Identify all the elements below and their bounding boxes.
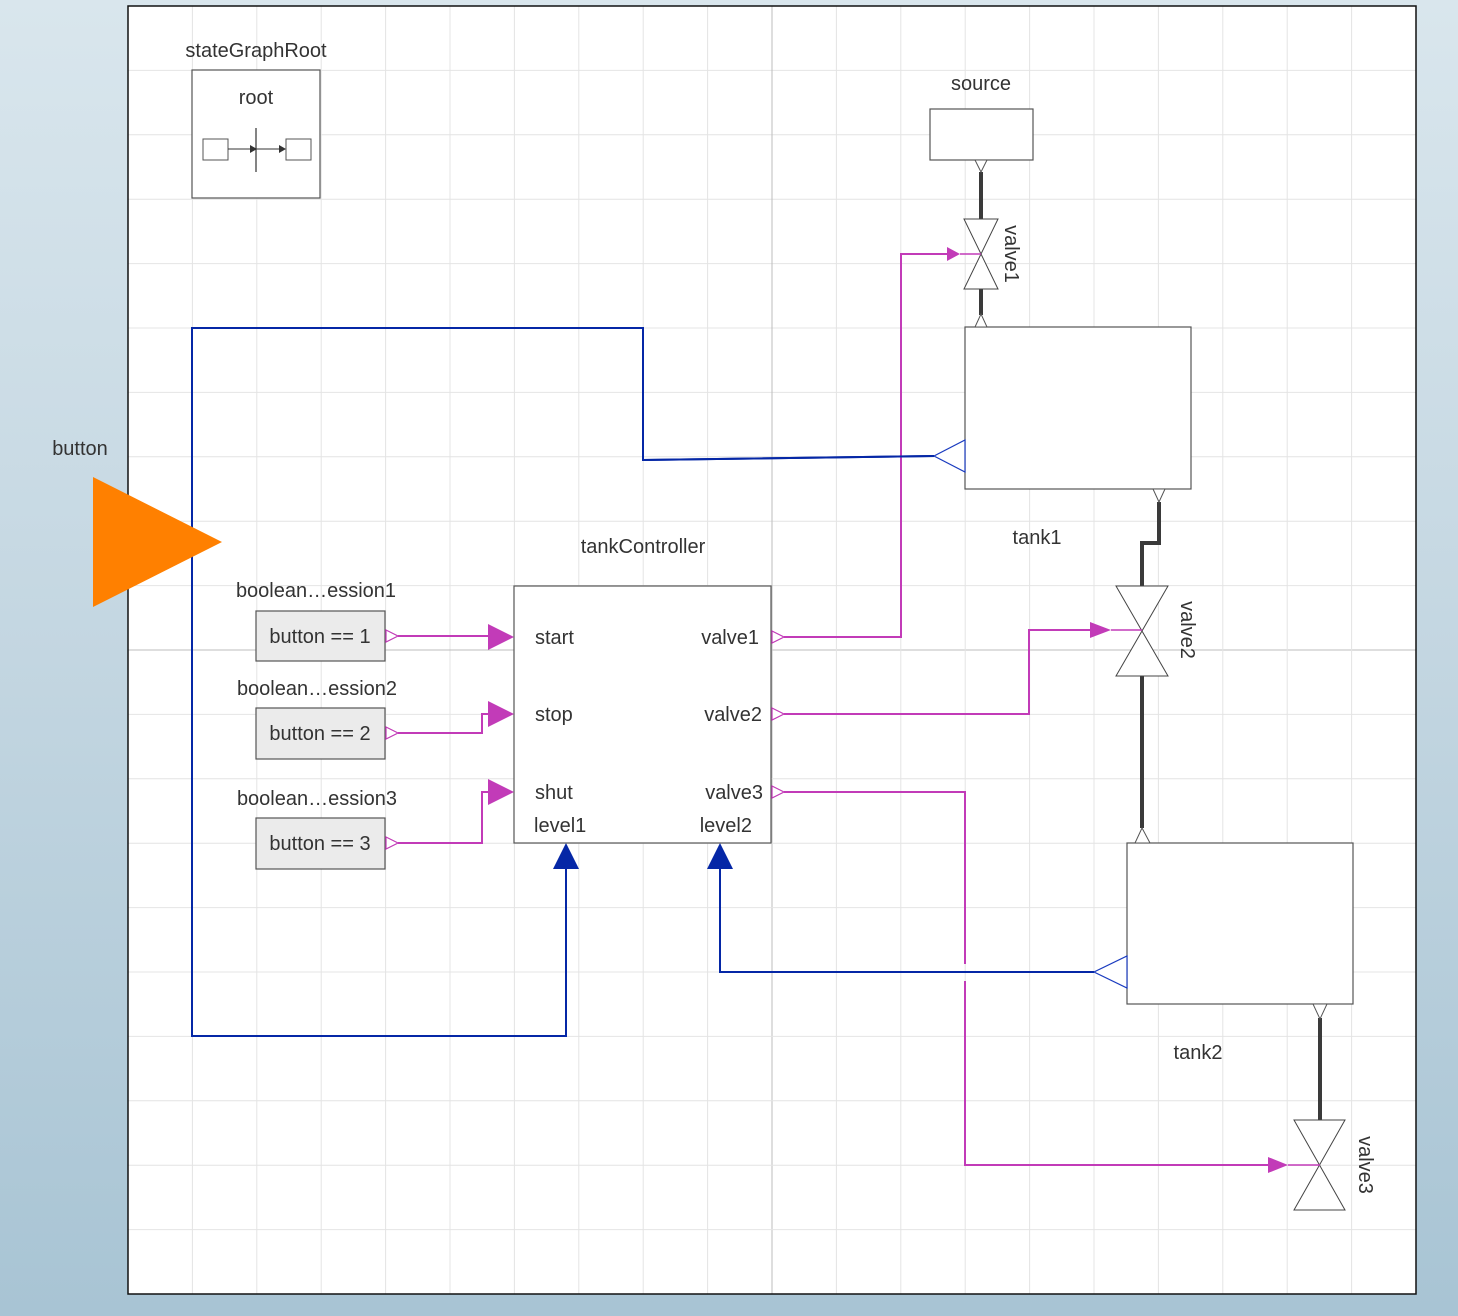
valve3-open-port[interactable] xyxy=(1268,1157,1288,1173)
tank1-level-port[interactable] xyxy=(932,439,966,473)
tank2-inlet-port[interactable] xyxy=(1134,826,1151,844)
state-transition-icon xyxy=(202,128,312,172)
boolean-expression-2-label: boolean…ession2 xyxy=(237,678,397,700)
tank-controller-label: tankController xyxy=(581,536,706,558)
source-fluid-port[interactable] xyxy=(974,159,988,174)
source-box xyxy=(929,108,1034,161)
boolean-expression-1-box xyxy=(255,610,386,662)
port-label-stop: stop xyxy=(535,704,573,726)
connection-controller-valve1[interactable] xyxy=(784,253,947,638)
tank2-level-port[interactable] xyxy=(1092,955,1128,989)
tank1-label: tank1 xyxy=(1013,527,1062,549)
shut-input-port[interactable] xyxy=(488,779,514,805)
pipe-tank1-valve2[interactable] xyxy=(1140,502,1161,586)
tank1-outlet-port[interactable] xyxy=(1152,488,1166,504)
level2-input-port[interactable] xyxy=(707,843,733,869)
port-label-valve3: valve3 xyxy=(705,782,763,804)
connection-expr3-shut[interactable] xyxy=(398,791,488,844)
level1-input-port[interactable] xyxy=(553,843,579,869)
state-graph-root[interactable]: stateGraphRoot root xyxy=(185,40,327,199)
fluid-pipes xyxy=(979,172,1322,1120)
valve3[interactable]: valve3 xyxy=(1268,1119,1376,1211)
boolean-expression-2-box xyxy=(255,707,386,760)
tank2-label: tank2 xyxy=(1174,1042,1223,1064)
valve1-open-port[interactable] xyxy=(947,247,960,261)
valve1[interactable]: valve1 xyxy=(947,218,1022,290)
valve3-label: valve3 xyxy=(1354,1136,1376,1194)
tank1[interactable]: tank1 xyxy=(932,312,1192,549)
boolean-expression-2-text: button == 2 xyxy=(269,723,370,745)
boolean-expression-3-box xyxy=(255,817,386,870)
boolean-expression-3[interactable]: boolean…ession3 button == 3 xyxy=(237,788,400,870)
boolean-signal-lines xyxy=(398,253,1270,1166)
canvas-border xyxy=(127,5,1417,1295)
boolean-expression-3-label: boolean…ession3 xyxy=(237,788,397,810)
button-input-connector-icon[interactable] xyxy=(93,477,222,607)
boolean-expression-1-output[interactable] xyxy=(385,629,400,643)
connection-expr2-stop[interactable] xyxy=(398,713,488,734)
tank2-outlet-port[interactable] xyxy=(1312,1003,1328,1021)
valve3-output-port[interactable] xyxy=(771,785,786,799)
valve2-label: valve2 xyxy=(1176,601,1198,659)
boolean-expression-3-text: button == 3 xyxy=(269,833,370,855)
connection-controller-valve2[interactable] xyxy=(784,629,1090,715)
port-label-level1: level1 xyxy=(534,815,586,837)
tank2[interactable]: tank2 xyxy=(1092,826,1354,1064)
tank2-box xyxy=(1126,842,1354,1005)
button-input[interactable]: button xyxy=(52,438,222,607)
tank1-inlet-port[interactable] xyxy=(974,312,988,328)
source-label: source xyxy=(951,73,1011,95)
valve2-icon xyxy=(1115,585,1169,677)
boolean-expression-1-text: button == 1 xyxy=(269,626,370,648)
port-label-level2: level2 xyxy=(700,815,752,837)
state-graph-root-label: stateGraphRoot xyxy=(185,40,327,62)
valve1-label: valve1 xyxy=(1000,225,1022,283)
connection-controller-valve3[interactable] xyxy=(784,791,1270,1166)
boolean-expression-3-output[interactable] xyxy=(385,836,400,850)
boolean-expression-2[interactable]: boolean…ession2 button == 2 xyxy=(237,678,400,760)
boolean-expression-1[interactable]: boolean…ession1 button == 1 xyxy=(236,580,400,662)
start-input-port[interactable] xyxy=(488,624,514,650)
stop-input-port[interactable] xyxy=(488,701,514,727)
valve2-output-port[interactable] xyxy=(771,707,786,721)
valve1-output-port[interactable] xyxy=(771,630,786,644)
tank-controller[interactable]: tankController start stop shut level1 va… xyxy=(488,536,786,844)
valve2[interactable]: valve2 xyxy=(1090,585,1198,677)
valve2-open-port[interactable] xyxy=(1090,622,1111,638)
source[interactable]: source xyxy=(929,73,1034,174)
boolean-expression-2-output[interactable] xyxy=(385,726,400,740)
boolean-expression-1-label: boolean…ession1 xyxy=(236,580,396,602)
tank-controller-box xyxy=(513,585,772,844)
button-input-label: button xyxy=(52,438,108,460)
port-label-valve2: valve2 xyxy=(704,704,762,726)
tank1-box xyxy=(964,326,1192,490)
port-label-valve1: valve1 xyxy=(701,627,759,649)
port-label-shut: shut xyxy=(535,782,573,804)
state-graph-root-inner-label: root xyxy=(239,87,274,109)
port-label-start: start xyxy=(535,627,574,649)
